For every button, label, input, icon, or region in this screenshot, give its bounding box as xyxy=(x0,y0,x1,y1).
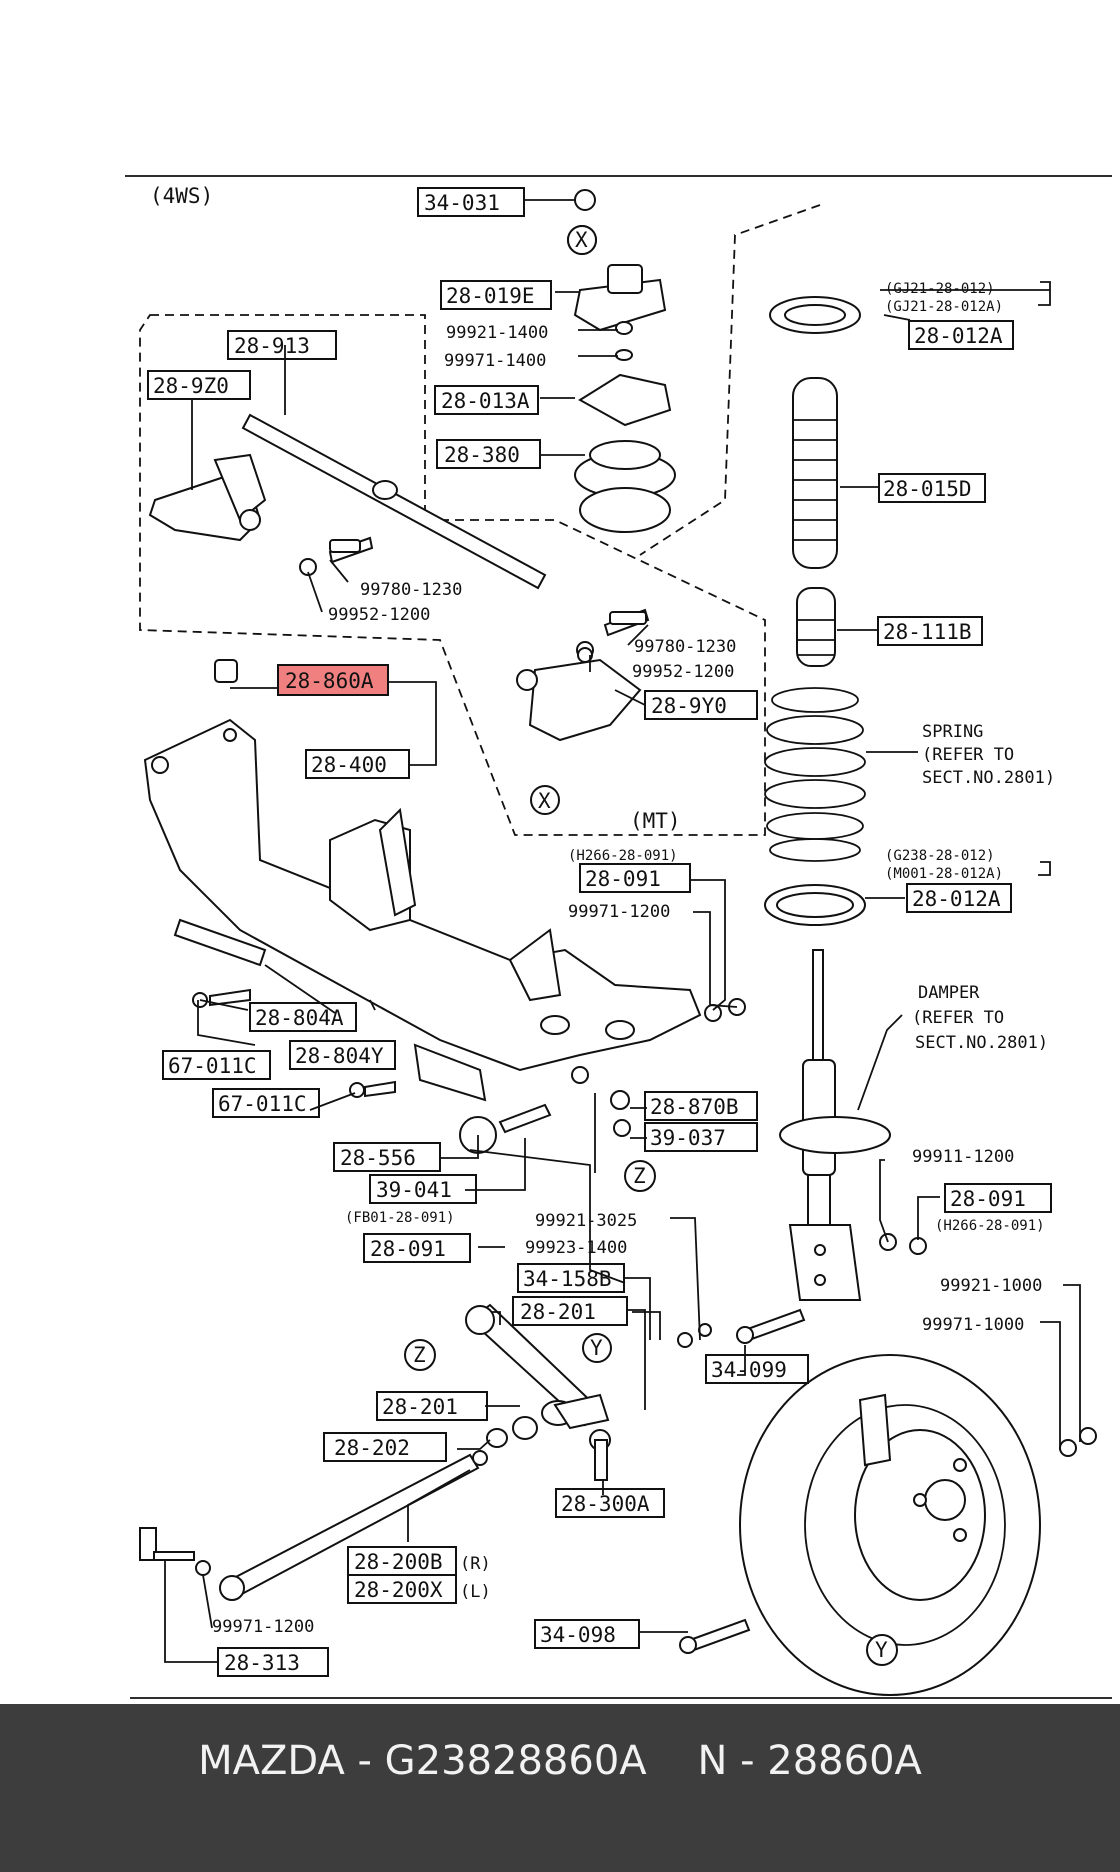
label-99971-1400: 99971-1400 xyxy=(444,351,546,371)
label-67-011c-a: 67-011C xyxy=(168,1054,257,1078)
crossmember xyxy=(143,659,702,1102)
stabilizer-bar xyxy=(148,413,650,742)
label-28-019e: 28-019E xyxy=(446,284,535,308)
callout-y-1: Y xyxy=(590,1336,603,1360)
label-28-9z0: 28-9Z0 xyxy=(153,374,229,398)
label-g238: (G238-28-012) xyxy=(885,848,995,864)
callout-y-2: Y xyxy=(875,1638,888,1662)
label-28-012a-top: 28-012A xyxy=(914,324,1003,348)
label-28-091-c: 28-091 xyxy=(370,1237,446,1261)
label-gj21-28-012a: (GJ21-28-012A) xyxy=(885,299,1003,315)
label-gj21-28-012: (GJ21-28-012) xyxy=(885,281,995,297)
label-28-380: 28-380 xyxy=(444,443,520,467)
label-28-013a: 28-013A xyxy=(441,389,530,413)
label-damper-1: DAMPER xyxy=(918,983,980,1003)
coil-spring-assembly xyxy=(764,296,866,926)
label-28-870b: 28-870B xyxy=(650,1095,739,1119)
stabilizer-group-outline xyxy=(139,314,766,836)
leader-lines xyxy=(164,199,1081,1663)
label-28-012a-bottom: 28-012A xyxy=(912,887,1001,911)
label-34-099: 34-099 xyxy=(711,1358,787,1382)
label-28-091-a: 28-091 xyxy=(585,867,661,891)
label-99921-1000: 99921-1000 xyxy=(940,1276,1042,1296)
label-99952-1200-a: 99952-1200 xyxy=(328,605,430,625)
label-boxes xyxy=(147,187,1052,1677)
callout-z-1: Z xyxy=(633,1164,646,1188)
label-99780-1230-a: 99780-1230 xyxy=(360,580,462,600)
label-28-202: 28-202 xyxy=(334,1436,410,1460)
label-39-037: 39-037 xyxy=(650,1126,726,1150)
label-fb01: (FB01-28-091) xyxy=(345,1210,455,1226)
highlighted-part-box xyxy=(277,664,389,696)
label-28-201-a: 28-201 xyxy=(520,1300,596,1324)
label-99921-1400: 99921-1400 xyxy=(446,323,548,343)
callout-x-circle-top xyxy=(567,225,597,255)
banner-spacer xyxy=(647,1738,698,1784)
label-damper-2: (REFER TO xyxy=(912,1008,1004,1028)
damper xyxy=(779,949,891,1301)
label-34-098: 34-098 xyxy=(540,1623,616,1647)
label-28-313: 28-313 xyxy=(224,1651,300,1675)
label-28-9y0: 28-9Y0 xyxy=(651,694,727,718)
brand-part-code: MAZDA - G23828860A xyxy=(198,1738,647,1784)
label-28-200x: 28-200X xyxy=(354,1578,443,1602)
label-28-913: 28-913 xyxy=(234,334,310,358)
label-28-201-b: 28-201 xyxy=(382,1395,458,1419)
callout-z-circle-1 xyxy=(624,1160,656,1192)
label-m001: (M001-28-012A) xyxy=(885,866,1003,882)
label-28-860a: 28-860A xyxy=(285,669,374,693)
label-spring-3: SECT.NO.2801) xyxy=(922,768,1055,788)
part-number-banner: MAZDA - G23828860A N - 28860A xyxy=(0,1704,1120,1872)
label-99952-1200-b: 99952-1200 xyxy=(632,662,734,682)
callout-x-circle-mid xyxy=(530,785,560,815)
label-r: (R) xyxy=(460,1554,491,1574)
label-28-111b: 28-111B xyxy=(883,620,972,644)
callout-x-top: X xyxy=(575,228,588,252)
label-99923-1400: 99923-1400 xyxy=(525,1238,627,1258)
part-labels: 34-031 28-019E 99921-1400 99971-1400 28-… xyxy=(153,191,1055,1675)
label-spring-2: (REFER TO xyxy=(922,745,1014,765)
callout-z-2: Z xyxy=(413,1343,426,1367)
callout-z-circle-2 xyxy=(404,1339,436,1371)
label-28-091-b: 28-091 xyxy=(950,1187,1026,1211)
parts-diagram: (4WS) (MT) X X xyxy=(125,175,1112,1699)
mount-group-outline xyxy=(639,204,821,556)
callout-y-circle-1 xyxy=(582,1333,612,1363)
label-99780-1230-b: 99780-1230 xyxy=(634,637,736,657)
label-28-015d: 28-015D xyxy=(883,477,972,501)
label-28-200b: 28-200B xyxy=(354,1550,443,1574)
label-39-041: 39-041 xyxy=(376,1178,452,1202)
label-99911-1200: 99911-1200 xyxy=(912,1147,1014,1167)
label-spring-1: SPRING xyxy=(922,722,983,742)
short-part-code: N - 28860A xyxy=(697,1738,922,1784)
label-99971-1200-a: 99971-1200 xyxy=(568,902,670,922)
callout-y-circle-2 xyxy=(866,1634,898,1666)
label-h266-a: (H266-28-091) xyxy=(568,848,678,864)
strut-mount-assembly xyxy=(567,189,676,533)
wheel-hub xyxy=(739,1354,1041,1696)
label-99971-1200-b: 99971-1200 xyxy=(212,1617,314,1637)
label-28-804a: 28-804A xyxy=(255,1006,344,1030)
callout-x-mid: X xyxy=(538,789,551,813)
variant-label: (4WS) xyxy=(150,184,213,208)
label-28-400: 28-400 xyxy=(311,753,387,777)
label-h266-b: (H266-28-091) xyxy=(935,1218,1045,1234)
lower-arms xyxy=(139,1303,611,1601)
label-28-804y: 28-804Y xyxy=(295,1044,384,1068)
label-damper-3: SECT.NO.2801) xyxy=(915,1033,1048,1053)
label-99971-1000: 99971-1000 xyxy=(922,1315,1024,1335)
label-34-158b: 34-158B xyxy=(523,1267,612,1291)
mt-label: (MT) xyxy=(630,809,681,833)
label-67-011c-b: 67-011C xyxy=(218,1092,307,1116)
label-99921-3025: 99921-3025 xyxy=(535,1211,637,1231)
label-28-556: 28-556 xyxy=(340,1146,416,1170)
label-28-300a: 28-300A xyxy=(561,1492,650,1516)
label-l: (L) xyxy=(460,1582,491,1602)
label-34-031: 34-031 xyxy=(424,191,500,215)
